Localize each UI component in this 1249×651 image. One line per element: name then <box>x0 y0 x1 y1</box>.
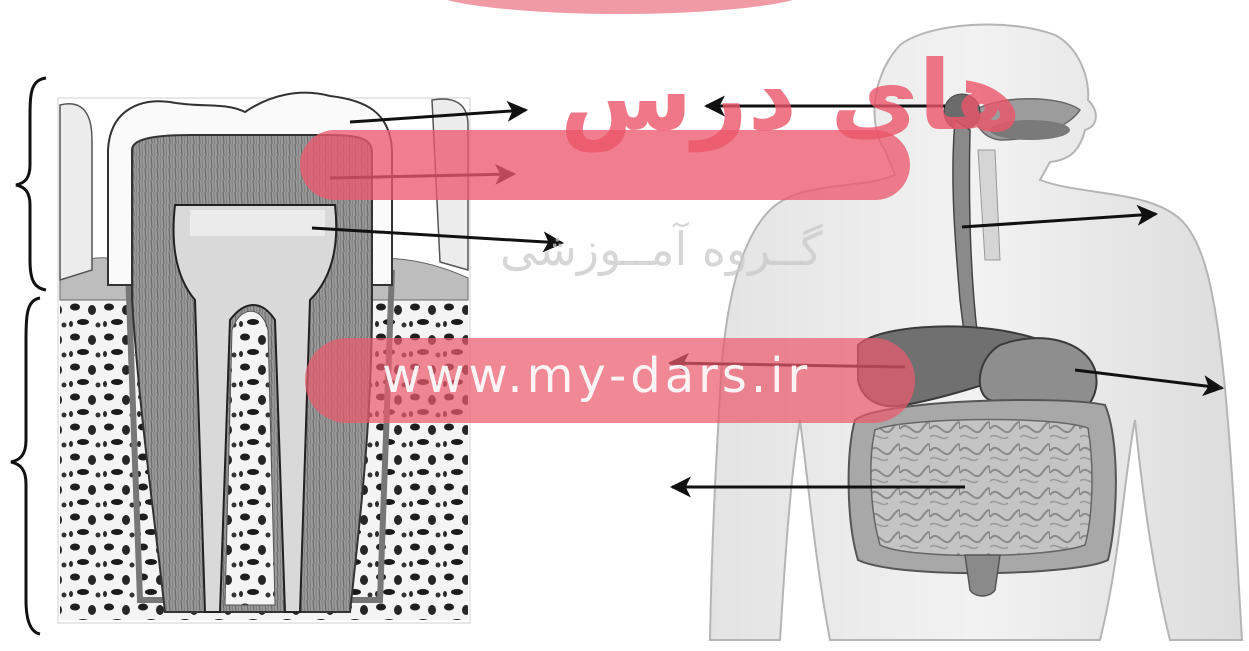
watermark-band-top <box>300 130 910 200</box>
bracket-root <box>11 298 40 634</box>
pulp-chamber <box>190 210 325 236</box>
rectum <box>965 555 1000 596</box>
bracket-crown <box>16 78 46 290</box>
tongue <box>990 120 1070 140</box>
interradicular-bone <box>225 311 275 605</box>
watermark-band-url <box>305 338 915 423</box>
watermark-top-shape <box>425 0 815 14</box>
digestive-figure <box>670 25 1242 640</box>
neighbor-tooth-left <box>60 104 92 280</box>
